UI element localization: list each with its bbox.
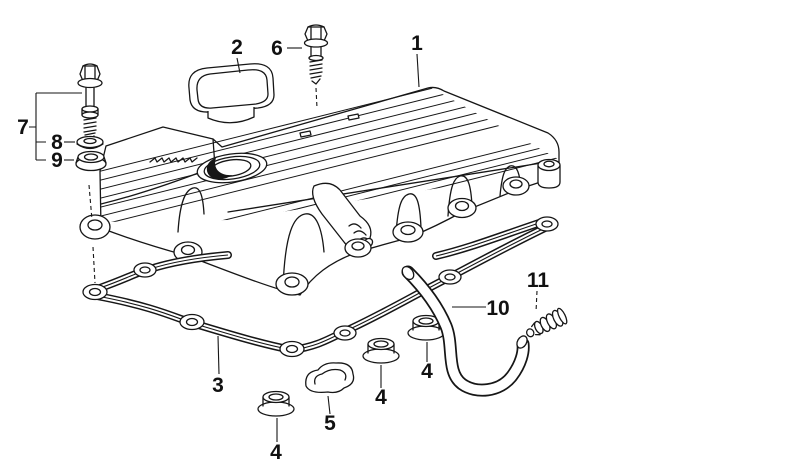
callout-7[interactable]: 7 bbox=[17, 116, 29, 139]
callout-2[interactable]: 2 bbox=[231, 36, 243, 59]
callout-3[interactable]: 3 bbox=[212, 374, 224, 397]
callout-10[interactable]: 10 bbox=[486, 297, 509, 320]
washer-drawing bbox=[76, 135, 104, 150]
callout-5[interactable]: 5 bbox=[324, 412, 336, 435]
leader-lines bbox=[29, 47, 538, 442]
callout-11[interactable]: 11 bbox=[527, 269, 550, 292]
cover-gussets bbox=[177, 165, 522, 289]
hose-connector-drawing bbox=[526, 307, 568, 338]
callout-9[interactable]: 9 bbox=[51, 149, 63, 172]
hex-bolt-drawing bbox=[303, 24, 329, 85]
bracket-7 bbox=[29, 92, 82, 161]
seal-ring-right bbox=[407, 314, 445, 341]
callout-4c[interactable]: 4 bbox=[421, 360, 433, 383]
seal-ring-middle bbox=[362, 337, 400, 364]
callout-4b[interactable]: 4 bbox=[375, 386, 387, 409]
cover-fin-edge bbox=[149, 157, 198, 163]
assembly-axis-dashed-line bbox=[88, 184, 96, 284]
cover-gasket-drawing bbox=[82, 216, 559, 358]
cover-bolt-assembly-drawing bbox=[75, 63, 107, 284]
callout-8[interactable]: 8 bbox=[51, 131, 63, 154]
oil-filler-cap-drawing bbox=[188, 63, 275, 124]
cover-front-ridge bbox=[227, 161, 549, 213]
oil-filler-opening bbox=[196, 152, 268, 184]
seal-ring-left bbox=[257, 390, 295, 417]
callout-labels: 1 2 6 7 8 9 3 4 5 4 4 10 11 bbox=[17, 32, 549, 464]
sealing-grommet-drawing bbox=[75, 150, 107, 172]
callout-6[interactable]: 6 bbox=[271, 37, 283, 60]
cover-slot bbox=[299, 130, 312, 138]
gasket-bolt-tabs bbox=[82, 216, 559, 358]
callout-1[interactable]: 1 bbox=[411, 32, 423, 55]
cover-bolt-drawing bbox=[77, 63, 103, 141]
cover-slot bbox=[347, 113, 360, 121]
vent-hose-drawing bbox=[401, 265, 530, 397]
callout-4a[interactable]: 4 bbox=[270, 441, 282, 464]
half-moon-seal-drawing bbox=[305, 362, 355, 394]
